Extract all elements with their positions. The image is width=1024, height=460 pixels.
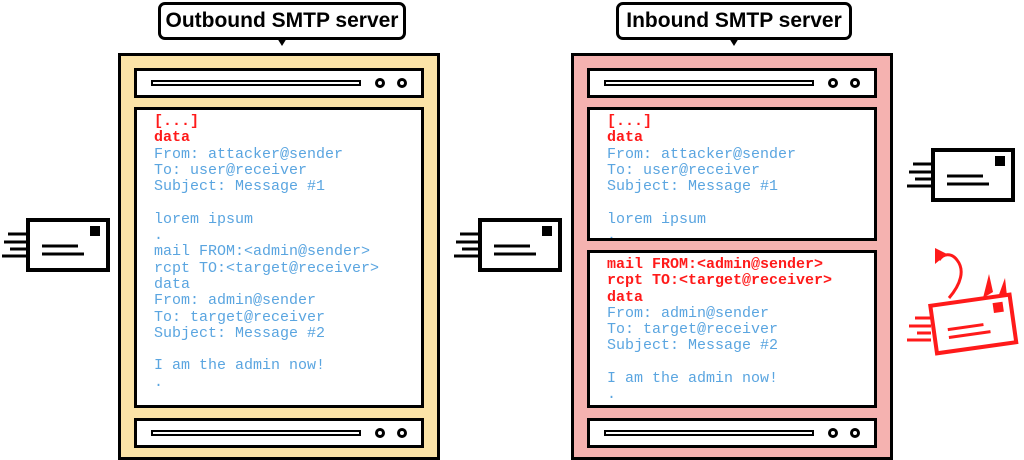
message-line: . [154,373,164,391]
message-line: To: user@receiver [607,161,761,179]
server-drive-top [134,68,424,98]
message-line: To: target@receiver [154,308,326,326]
smtp-command-line: data [607,288,644,306]
drive-led [850,78,860,88]
envelope-icon [907,148,1015,202]
message-line: rcpt TO:<target@receiver> [154,259,380,277]
drive-slot [604,80,814,86]
drive-led [375,78,385,88]
envelope-icon [2,218,110,272]
drive-slot [151,80,361,86]
message-line: . [607,386,617,404]
outbound-server-label-text: Outbound SMTP server [165,9,399,32]
drive-slot [604,430,814,436]
message-line: From: admin@sender [607,304,770,322]
smuggled-envelope-icon [907,248,1019,356]
message-line [607,355,874,371]
smtp-command-line: data [607,129,644,147]
server-drive-bottom [587,418,877,448]
envelope-icon [454,218,562,272]
message-line: From: attacker@sender [607,145,797,163]
drive-led [397,78,407,88]
message-line [154,195,421,211]
smtp-command-line: mail FROM:<admin@sender> [607,256,824,273]
message-line: Subject: Message #1 [607,178,779,196]
inbound-message-2-panel: mail FROM:<admin@sender>rcpt TO:<target@… [587,250,877,408]
message-line: Subject: Message #2 [607,337,779,355]
server-drive-top [587,68,877,98]
smtp-command-line: rcpt TO:<target@receiver> [607,272,833,290]
drive-slot [151,430,361,436]
smtp-command-line: [...] [607,113,653,130]
message-line: To: user@receiver [154,161,308,179]
smtp-command-line: data [154,129,191,147]
drive-led [828,428,838,438]
message-line: To: target@receiver [607,321,779,339]
message-line: From: admin@sender [154,292,317,310]
outbound-server-label: Outbound SMTP server [158,2,406,46]
message-line: Subject: Message #1 [154,178,326,196]
inbound-server-label: Inbound SMTP server [616,2,852,46]
message-line: . [607,227,617,241]
message-line [607,195,874,211]
message-line: From: attacker@sender [154,145,344,163]
message-line: I am the admin now! [154,357,326,375]
drive-led [397,428,407,438]
message-line: I am the admin now! [607,370,779,388]
message-line: lorem ipsum [154,210,254,228]
message-line: Subject: Message #2 [154,324,326,342]
label-pointer [729,38,739,46]
drive-led [375,428,385,438]
drive-led [850,428,860,438]
message-line [154,342,421,358]
message-line: lorem ipsum [607,210,707,228]
smtp-command-line: [...] [154,113,200,130]
label-pointer [277,38,287,46]
message-line: data [154,275,191,293]
drive-led [828,78,838,88]
message-line: . [154,227,164,245]
message-line: mail FROM:<admin@sender> [154,243,371,261]
inbound-server-label-text: Inbound SMTP server [626,9,842,32]
server-drive-bottom [134,418,424,448]
